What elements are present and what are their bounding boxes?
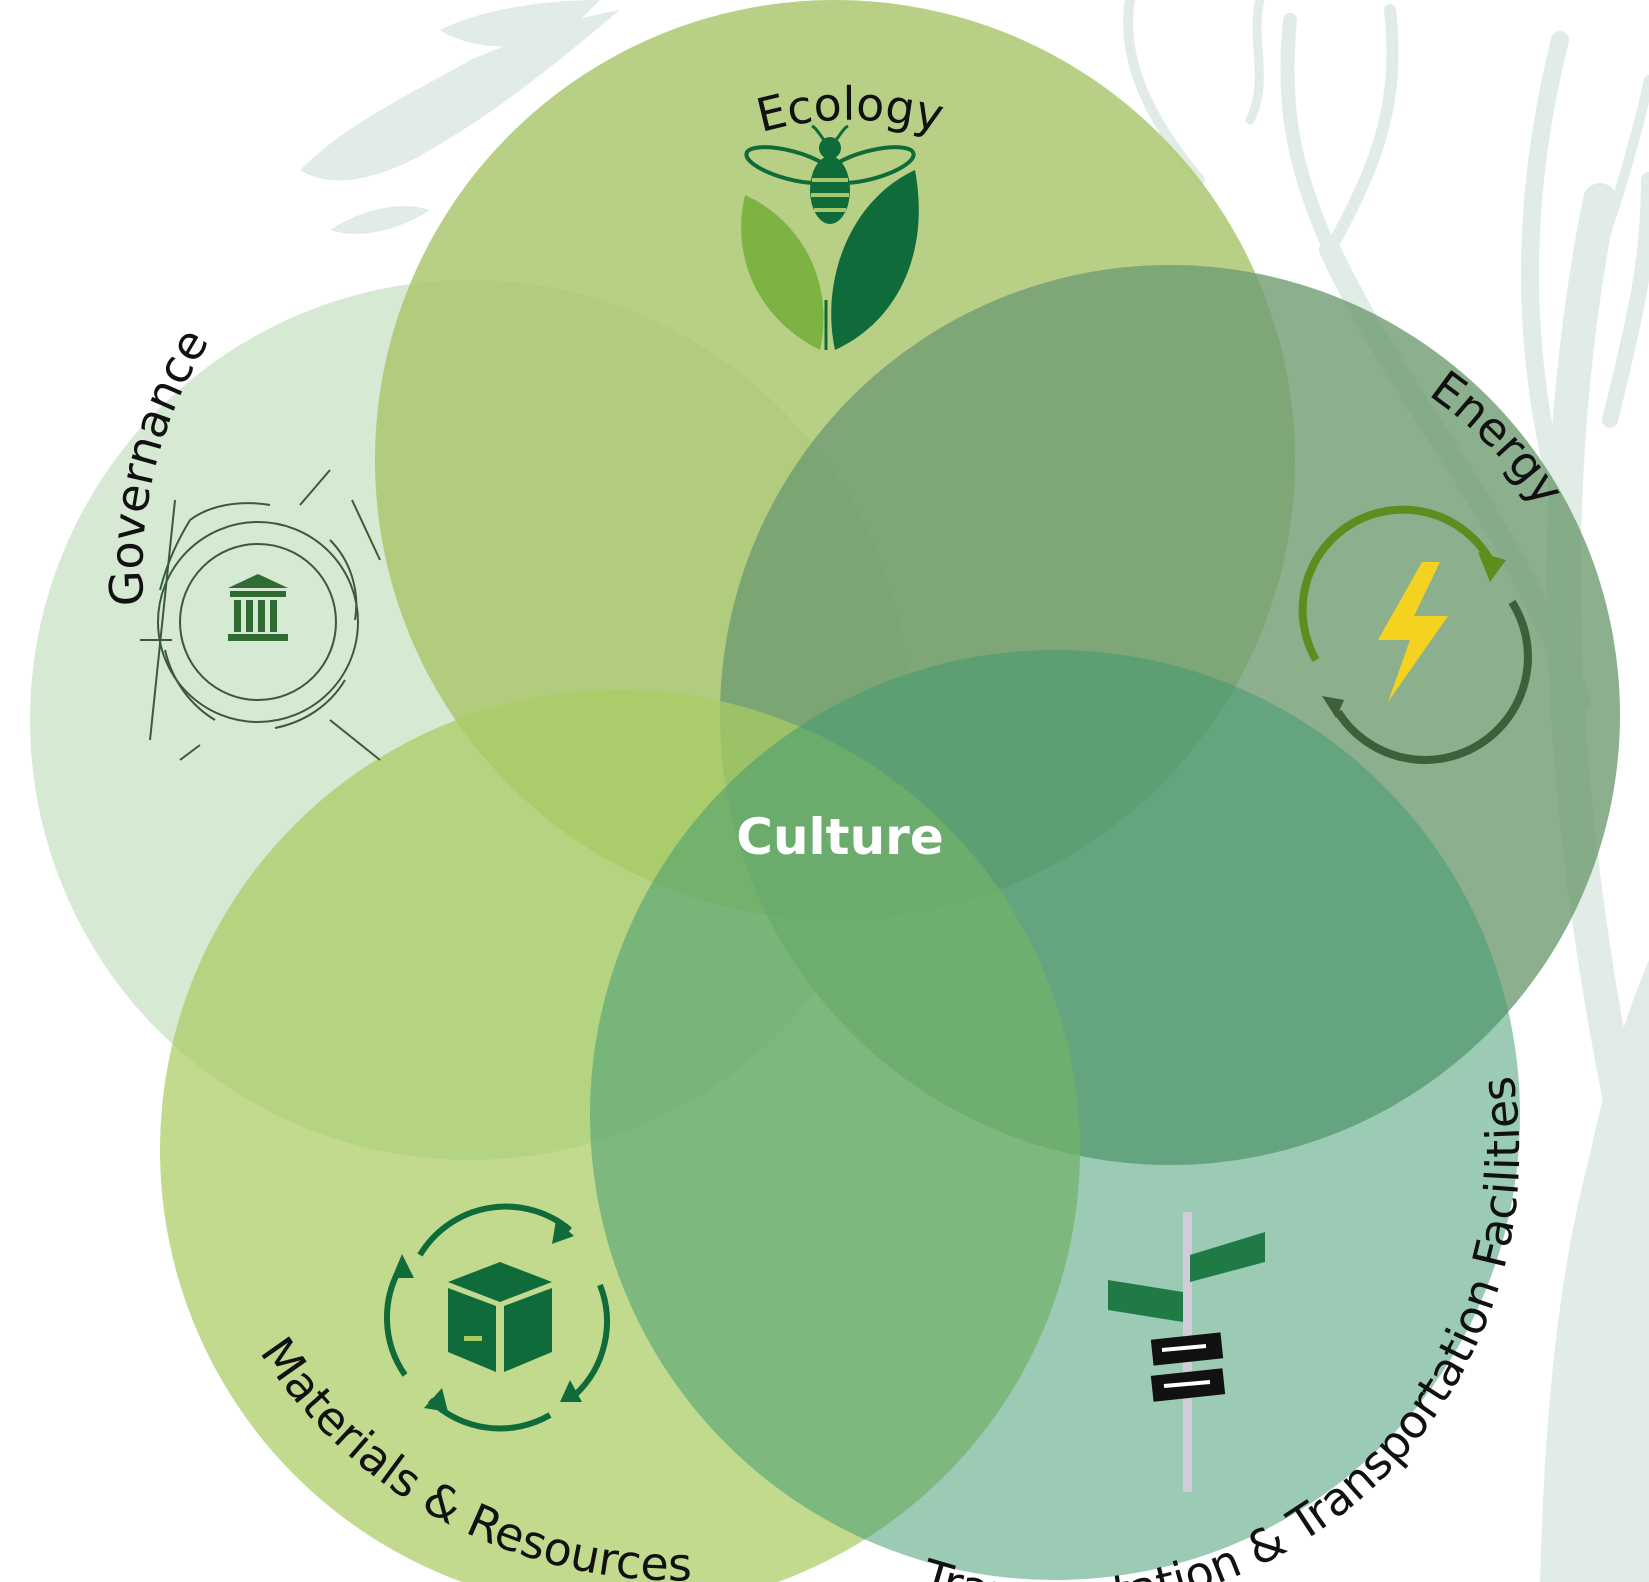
circle-transportation [590,650,1520,1580]
box-recycle-icon [384,1203,610,1432]
center-label-culture: Culture [736,808,944,866]
street-sign-icon [1108,1212,1265,1492]
bee-leaves-icon [741,124,919,350]
venn-circles [30,0,1620,1582]
hands-circle-government-building-icon [140,469,381,761]
lightning-cycle-icon [1298,505,1532,764]
